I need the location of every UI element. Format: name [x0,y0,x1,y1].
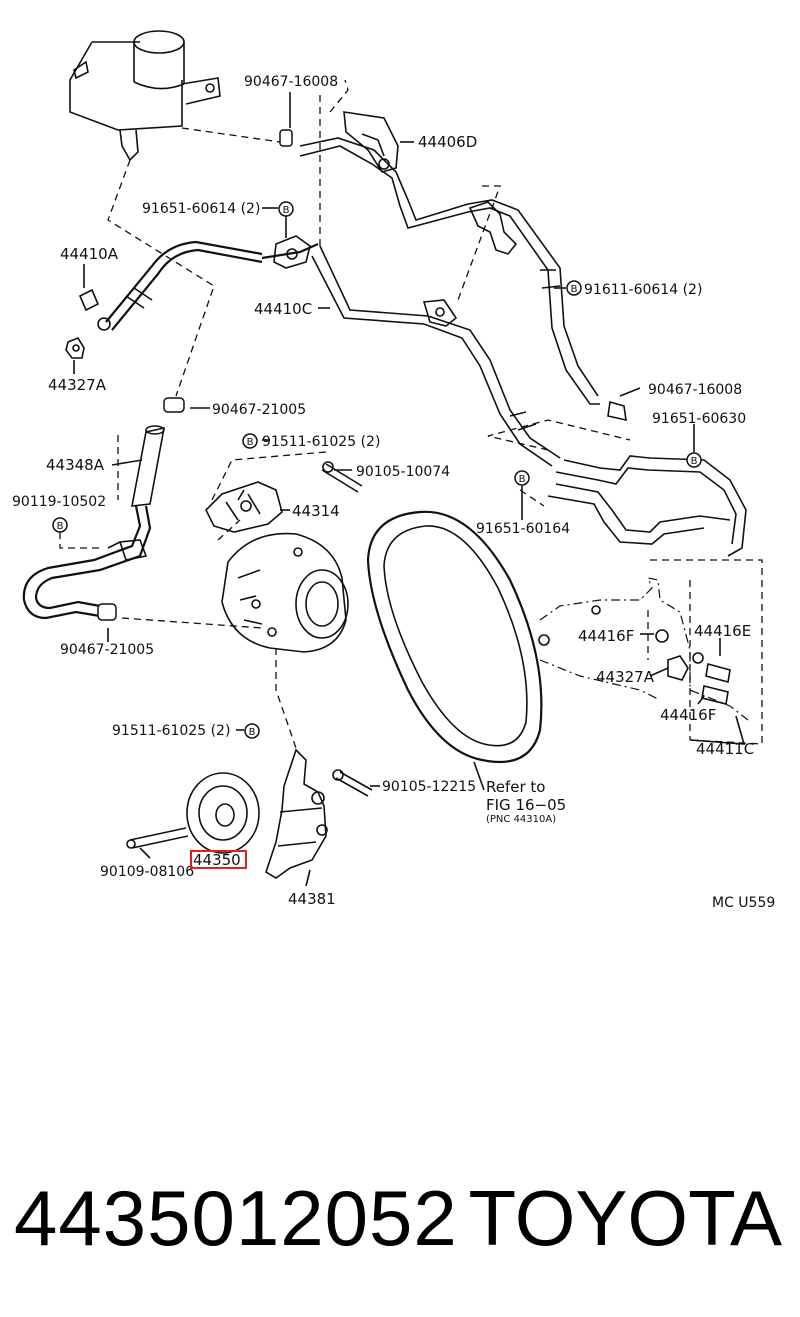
part-label: 44381 [288,890,336,908]
highlighted-part-label: 44350 [193,851,241,869]
svg-text:B: B [57,521,64,532]
bolt-marker: B [566,280,582,296]
diagram-ref-code: MC U559 [712,895,775,911]
part-label: 44406D [418,133,477,151]
svg-text:B: B [249,727,256,738]
brand-name: TOYOTA [468,1174,783,1262]
refer-note: (PNC 44310A) [486,814,556,825]
part-label: 90105-12215 [382,779,476,795]
bolt-marker: B [244,723,260,739]
part-label: 44348A [46,456,105,474]
part-label: 91511-61025 (2) [262,434,380,450]
drive-belt [366,510,543,764]
reservoir-tank [69,30,221,162]
svg-text:B: B [247,437,254,448]
parts-diagram: B B B B B B B 90467-16008 44406D 91651-6… [12,30,775,911]
part-label: 91611-60614 (2) [584,282,702,298]
part-label: 91511-61025 (2) [112,723,230,739]
part-label: 44416F [578,627,634,645]
bolt-marker: B [686,452,702,468]
svg-text:B: B [283,205,290,216]
idler-bracket [126,748,373,879]
part-label: 90467-21005 [60,642,154,658]
bolt-marker: B [52,517,68,533]
highlight-box [190,850,247,869]
part-label: 90467-16008 [648,382,742,398]
part-label: 44410C [254,300,312,318]
refer-note: Refer to [486,778,545,796]
bolt-marker: B [242,433,258,449]
part-label: 91651-60630 [652,411,746,427]
part-label: 44410A [60,245,119,263]
part-label: 44416E [694,622,751,640]
svg-text:B: B [519,474,526,485]
part-label: 90467-16008 [244,74,338,90]
return-hose [22,397,185,621]
part-label: 91651-60164 [476,521,570,537]
pressure-hoses [97,137,747,557]
part-label: 44327A [48,376,107,394]
footer: 4435012052 TOYOTA [0,1168,800,1268]
pump-assembly [205,461,363,653]
hose-fittings [65,111,518,359]
engine-block [538,577,749,721]
part-labels: 90467-16008 44406D 91651-60614 (2) 44410… [12,74,775,911]
bolt-marker: B [514,470,530,486]
label-leaders [73,92,746,887]
part-label: 90467-21005 [212,402,306,418]
part-label: 44411C [696,740,754,758]
part-label: 90105-10074 [356,464,450,480]
part-label: 90109-08106 [100,864,194,880]
part-number: 4435012052 [14,1174,458,1262]
svg-text:B: B [691,456,698,467]
refer-note: FIG 16−05 [486,796,566,814]
part-label: 91651-60614 (2) [142,201,260,217]
part-label: 90119-10502 [12,494,106,510]
part-label: 44314 [292,502,340,520]
svg-text:B: B [571,284,578,295]
part-label: 44416F [660,706,716,724]
bolt-marker: B [278,201,294,217]
bolt-markers: B B B B B B B [52,201,702,739]
part-label: 44327A [596,668,655,686]
